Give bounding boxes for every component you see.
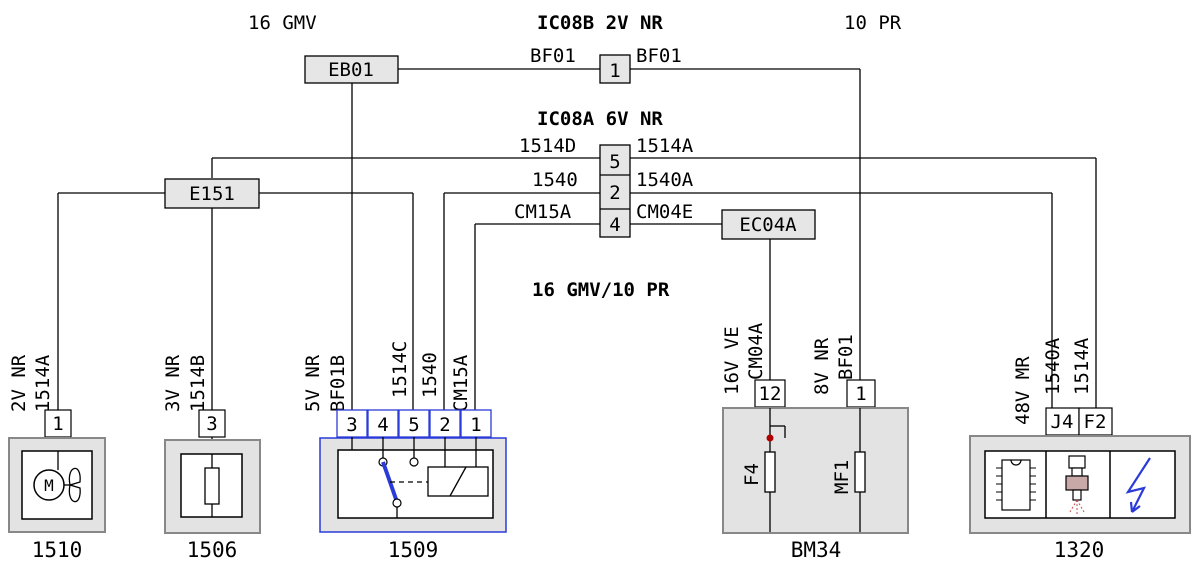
component-1509-wire-1514c: 1514C — [389, 341, 411, 398]
connector-ic08b-pin: 1 — [609, 60, 620, 82]
component-1509-pin-1: 1 — [470, 414, 481, 436]
component-1320: 48V MR 1540A 1514A J4 F2 — [969, 337, 1191, 562]
component-bm34-right-pin: 1 — [855, 383, 866, 405]
injector-icon — [1065, 455, 1089, 514]
junction-e151: E151 — [164, 178, 260, 209]
component-1509-pin-4: 4 — [377, 414, 388, 436]
fan-motor-icon: M — [21, 450, 93, 520]
connector-ic08b: 1 — [599, 54, 631, 84]
junction-eb01-label: EB01 — [328, 59, 374, 81]
wire-label-cm15a: CM15A — [514, 201, 572, 223]
component-1510-wire: 1514A — [32, 354, 54, 412]
junction-ec04a: EC04A — [721, 209, 816, 240]
lightning-icon — [1125, 457, 1151, 513]
component-bm34-left-pin: 12 — [759, 383, 782, 405]
component-1320-pin-f2: F2 — [1084, 411, 1107, 433]
fuse-mf1-icon — [854, 408, 866, 532]
ecu-chip-icon — [996, 459, 1036, 511]
component-1510-conn: 2V NR — [8, 354, 30, 412]
junction-e151-label: E151 — [189, 183, 235, 205]
header-ic08b: IC08B 2V NR — [537, 12, 663, 34]
wire-label-1540: 1540 — [532, 169, 578, 191]
component-1509-conn: 5V NR — [302, 354, 324, 412]
header-16gmv-10pr: 16 GMV/10 PR — [532, 279, 670, 301]
component-1320-wire-1540a: 1540A — [1042, 337, 1064, 395]
wire-label-1540a: 1540A — [636, 169, 694, 191]
component-bm34-left-wire: CM04A — [745, 322, 767, 380]
header-10pr: 10 PR — [844, 12, 902, 34]
component-bm34: 16V VE CM04A 8V NR BF01 12 1 F4 MF1 BM34 — [721, 322, 909, 562]
component-1320-pin-j4: J4 — [1051, 411, 1074, 433]
component-1509-wire-1540: 1540 — [419, 352, 441, 398]
component-1509-pin-5: 5 — [408, 414, 419, 436]
component-1509: 5V NR BF01B 1514C 1540 CM15A 3 4 5 2 1 — [302, 341, 507, 562]
fuse-f4-icon — [764, 408, 786, 532]
component-bm34-right-conn: 8V NR — [811, 337, 833, 395]
wire-label-bf01-left: BF01 — [530, 45, 576, 67]
component-1509-wire-bf01b: BF01B — [327, 355, 349, 412]
component-bm34-fuse-mf1: MF1 — [831, 460, 853, 494]
junction-ec04a-label: EC04A — [739, 214, 797, 236]
header-ic08a: IC08A 6V NR — [537, 108, 663, 130]
component-1510-name: 1510 — [32, 538, 83, 562]
component-1509-name: 1509 — [388, 538, 439, 562]
component-1506-name: 1506 — [187, 538, 238, 562]
connector-ic08a-pin-4: 4 — [609, 214, 620, 236]
wire-label-cm04e: CM04E — [636, 201, 693, 223]
relay-icon — [337, 437, 494, 519]
component-1320-wire-1514a: 1514A — [1071, 337, 1093, 395]
component-1510-pin: 1 — [52, 413, 63, 435]
junction-eb01: EB01 — [304, 55, 399, 84]
component-bm34-name: BM34 — [791, 538, 842, 562]
wire-label-1514d: 1514D — [519, 135, 576, 157]
component-1509-wire-cm15a: CM15A — [450, 354, 472, 412]
motor-letter: M — [44, 476, 54, 495]
component-bm34-fuse-f4: F4 — [741, 463, 763, 486]
wire-label-1514a: 1514A — [636, 135, 694, 157]
component-1509-pin-3: 3 — [346, 414, 357, 436]
component-1510: 2V NR 1514A 1 M 1510 — [8, 354, 106, 562]
wire-label-bf01-right: BF01 — [636, 45, 682, 67]
component-1506: 3V NR 1514B 3 1506 — [162, 354, 261, 562]
header-16gmv: 16 GMV — [248, 12, 317, 34]
component-1320-name: 1320 — [1054, 538, 1105, 562]
connector-ic08a-pin-2: 2 — [609, 182, 620, 204]
component-1509-pin-2: 2 — [439, 414, 450, 436]
component-bm34-left-conn: 16V VE — [721, 326, 743, 395]
component-1506-conn: 3V NR — [162, 354, 184, 412]
component-bm34-right-wire: BF01 — [835, 334, 857, 380]
connector-ic08a: 5 2 4 — [599, 144, 631, 238]
component-1506-pin: 3 — [206, 413, 217, 435]
component-1506-wire: 1514B — [187, 355, 209, 412]
component-1320-conn: 48V MR — [1012, 356, 1034, 425]
connector-ic08a-pin-5: 5 — [609, 151, 620, 173]
resistor-icon — [180, 453, 243, 518]
